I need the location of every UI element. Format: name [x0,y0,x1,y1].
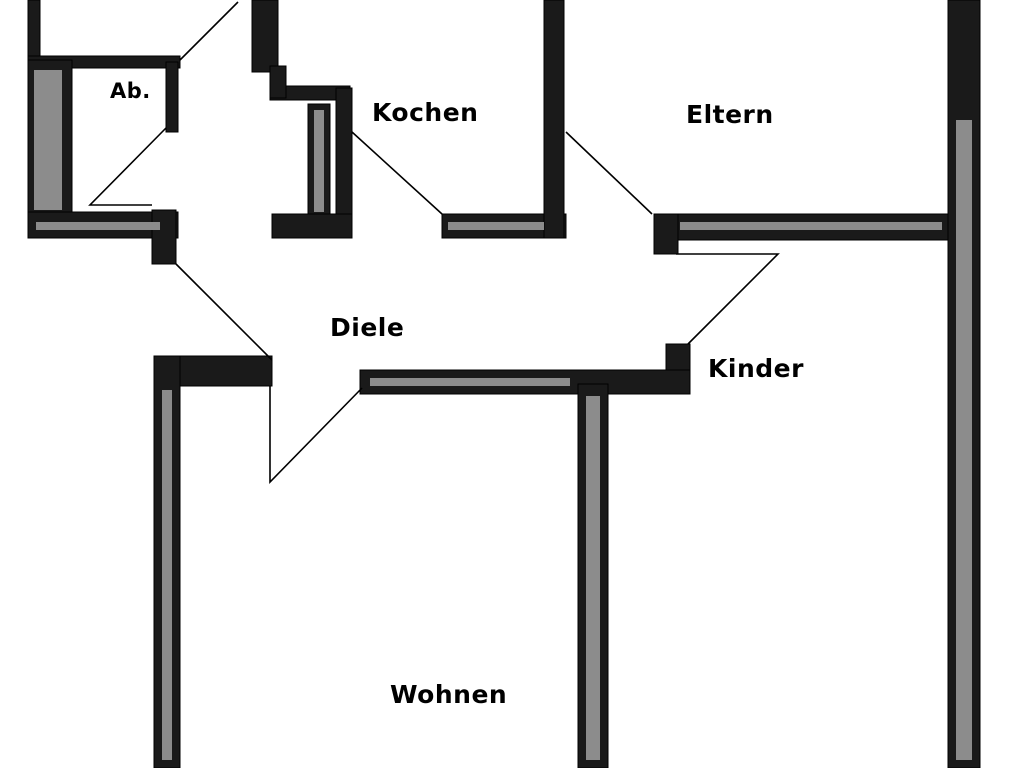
wall-kochen-left-mid [269,65,287,99]
room-label-wohnen: Wohnen [390,680,507,709]
wall-texture-ab [34,70,62,210]
wall-diele-left-stub [151,209,177,265]
wall-texture-counter [314,110,324,212]
wall-kinder-door-stub [653,213,679,255]
door-kinder [676,253,780,345]
wall-kochen-left-top [251,0,279,73]
door-swings [88,1,780,484]
wall-texture-diele-bottom [370,378,570,386]
door-entrance [179,1,239,61]
room-labels: Ab. Kochen Eltern Diele Kinder Wohnen [110,79,804,709]
wall-texture-ab-bottom [36,222,160,230]
door-diele-left [175,263,273,361]
wall-texture-wohnen-left [162,390,172,760]
room-label-ab: Ab. [110,79,151,103]
wall-kochen-right [543,0,565,239]
room-label-diele: Diele [330,313,404,342]
wall-texture-right [956,120,972,760]
wall-texture-kochen-bottom [448,222,544,230]
wall-kochen-bottom-left [271,213,353,239]
wall-texture-eltern-bottom [680,222,942,230]
door-ab [88,127,167,206]
wall-ab-left [27,0,41,61]
door-eltern [565,131,653,215]
wall-texture [34,70,972,760]
room-label-eltern: Eltern [686,100,774,129]
wall-ab-right [165,61,179,133]
wall-texture-wohnen-right [586,396,600,760]
room-label-kinder: Kinder [708,354,804,383]
door-wohnen [269,386,363,484]
room-label-kochen: Kochen [372,98,478,127]
door-kochen [351,131,443,215]
